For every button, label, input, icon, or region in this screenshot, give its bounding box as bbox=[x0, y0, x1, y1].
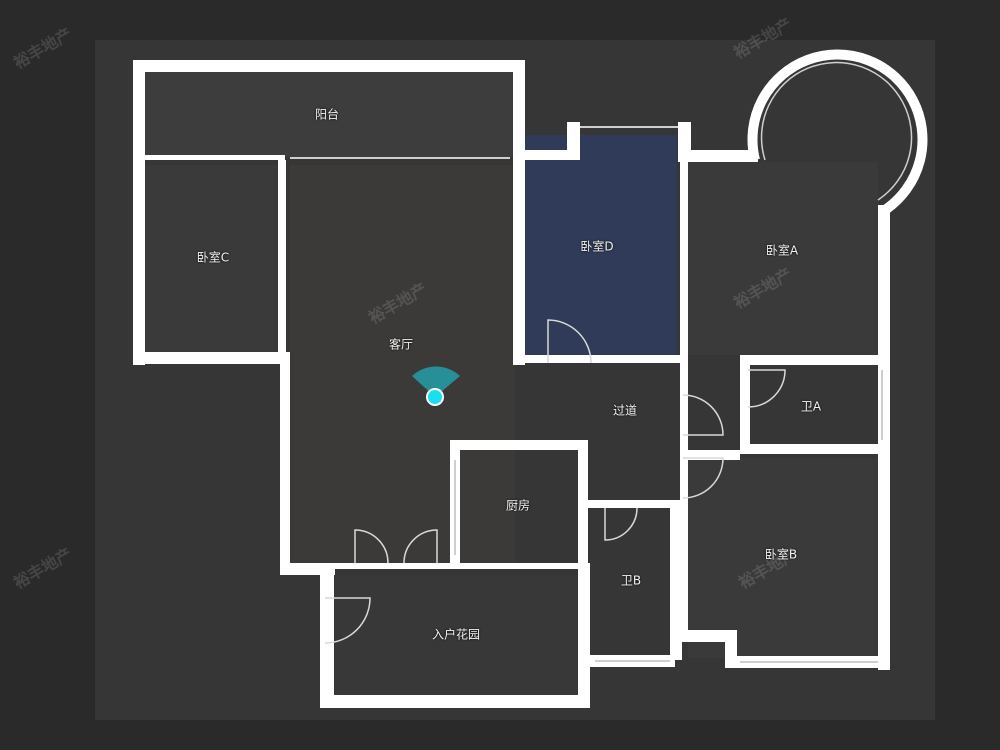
entry-garden-area bbox=[335, 575, 578, 695]
room-label-living-room: 客厅 bbox=[388, 337, 414, 352]
bedroom-d-area[interactable] bbox=[522, 135, 677, 355]
room-label-bedroom-c: 卧室C bbox=[196, 250, 230, 265]
windows bbox=[290, 126, 883, 663]
room-label-bedroom-b: 卧室B bbox=[764, 547, 798, 562]
bay-window-inner bbox=[760, 61, 913, 201]
bedroom-c-area bbox=[145, 165, 280, 352]
bay-window-arc bbox=[747, 49, 928, 215]
room-label-bedroom-d: 卧室D bbox=[580, 239, 614, 254]
door-bedroom-b[interactable] bbox=[682, 457, 724, 499]
door-bathroom-a[interactable] bbox=[747, 369, 786, 408]
walls bbox=[133, 60, 890, 708]
door-entry-right[interactable] bbox=[403, 529, 438, 564]
room-label-kitchen: 厨房 bbox=[505, 498, 531, 513]
door-entry-left[interactable] bbox=[354, 529, 389, 564]
living-room-area bbox=[290, 165, 515, 565]
room-label-balcony: 阳台 bbox=[314, 107, 340, 122]
view-cone-icon bbox=[412, 366, 460, 397]
door-garden[interactable] bbox=[324, 597, 371, 644]
door-bedroom-d[interactable] bbox=[547, 319, 592, 364]
bedroom-a-area bbox=[688, 162, 878, 355]
bedroom-b-area bbox=[688, 458, 878, 658]
room-label-bathroom-b: 卫B bbox=[620, 573, 642, 588]
doors bbox=[324, 319, 786, 644]
room-label-corridor: 过道 bbox=[612, 403, 638, 418]
viewpoint-marker[interactable] bbox=[426, 388, 444, 406]
room-label-bedroom-a: 卧室A bbox=[765, 243, 799, 258]
balcony-area bbox=[145, 72, 515, 157]
door-bedroom-a[interactable] bbox=[682, 394, 724, 436]
door-bathroom-b[interactable] bbox=[604, 507, 638, 541]
room-label-entry-garden: 入户花园 bbox=[431, 627, 481, 642]
room-label-bathroom-a: 卫A bbox=[800, 399, 822, 414]
